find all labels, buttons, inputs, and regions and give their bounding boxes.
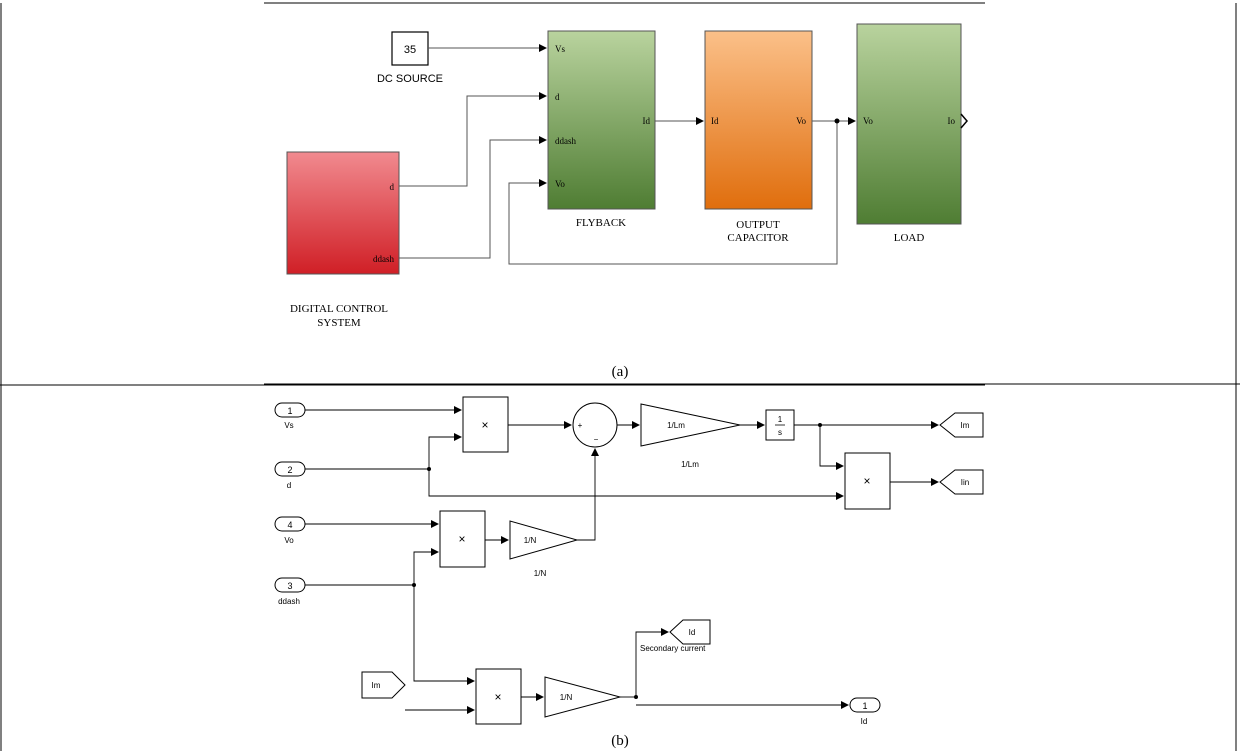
wire-d-to-flyback	[399, 92, 547, 187]
svg-text:Vs: Vs	[284, 421, 293, 430]
inport-vs: 1 Vs	[274, 402, 306, 430]
product-block-ddash-im: ×	[475, 668, 522, 725]
svg-text:Iin: Iin	[961, 478, 969, 487]
flyback-port-d: d	[555, 92, 560, 102]
caption-a: (a)	[612, 364, 629, 380]
svg-text:×: ×	[863, 474, 870, 488]
output-capacitor-block	[704, 30, 813, 210]
flyback-port-vs: Vs	[555, 44, 565, 54]
load-block	[856, 23, 962, 225]
svg-text:Im: Im	[372, 681, 381, 690]
svg-text:Id: Id	[689, 628, 696, 637]
gain-1-over-n-lower: 1/N	[544, 676, 622, 718]
capacitor-label-line1: OUTPUT	[736, 219, 780, 231]
svg-text:1/N: 1/N	[560, 693, 573, 702]
gain-1-over-n-upper: 1/N 1/N	[509, 520, 579, 578]
product-block-d-im: ×	[844, 452, 891, 510]
secondary-current-label: Secondary current	[640, 644, 706, 653]
load-port-io: Io	[948, 116, 956, 126]
dc-source-value: 35	[404, 44, 416, 56]
flyback-label: FLYBACK	[576, 217, 626, 229]
wire-vo-feedback	[508, 121, 838, 265]
capacitor-port-vo: Vo	[796, 116, 806, 126]
panel-a: 35 DC SOURCE d ddash DIGITAL CONTROL SYS…	[286, 23, 968, 380]
panel-b-branch-points	[412, 423, 822, 699]
flyback-port-ddash: ddash	[555, 136, 576, 146]
svg-text:1: 1	[778, 415, 783, 424]
capacitor-port-id: Id	[711, 116, 719, 126]
flyback-port-vo: Vo	[555, 179, 565, 189]
goto-im: Im	[939, 412, 984, 438]
svg-text:2: 2	[287, 465, 292, 475]
svg-text:×: ×	[481, 418, 488, 432]
wire-ddash-to-flyback	[399, 136, 547, 259]
svg-text:s: s	[778, 428, 782, 437]
control-label-line2: SYSTEM	[317, 317, 361, 329]
svg-text:−: −	[594, 435, 599, 444]
goto-id: Id	[669, 619, 711, 645]
svg-text:Vo: Vo	[284, 536, 294, 545]
gain-n-label: 1/N	[534, 569, 547, 578]
caption-b: (b)	[611, 733, 629, 749]
svg-text:1/N: 1/N	[524, 536, 537, 545]
control-port-ddash: ddash	[373, 254, 394, 264]
svg-text:d: d	[287, 481, 291, 490]
panel-a-signal-lines	[399, 44, 856, 265]
svg-text:1/Lm: 1/Lm	[667, 421, 685, 430]
panel-b-signal-lines	[305, 406, 939, 714]
product-block-vs-d: ×	[462, 396, 509, 453]
flyback-block	[547, 30, 656, 210]
panel-b: 1 Vs 2 d 4 Vo 3 ddash × × ×	[274, 396, 984, 749]
control-label-line1: DIGITAL CONTROL	[290, 303, 388, 315]
dc-source-label: DC SOURCE	[377, 73, 443, 85]
load-output-port-arrow	[960, 113, 968, 129]
flyback-port-id: Id	[643, 116, 651, 126]
svg-text:3: 3	[287, 581, 292, 591]
svg-text:×: ×	[494, 690, 501, 704]
load-port-vo: Vo	[863, 116, 873, 126]
svg-text:+: +	[578, 421, 583, 430]
sum-block: + −	[572, 402, 618, 448]
digital-control-block	[286, 151, 400, 275]
svg-text:1: 1	[862, 701, 867, 711]
svg-text:Im: Im	[961, 421, 970, 430]
capacitor-label-line2: CAPACITOR	[727, 232, 789, 244]
outport-id: 1 Id	[849, 697, 881, 726]
svg-text:Id: Id	[861, 717, 868, 726]
control-port-d: d	[390, 182, 395, 192]
svg-text:ddash: ddash	[278, 597, 300, 606]
gain-1-over-lm: 1/Lm 1/Lm	[640, 403, 741, 469]
integrator-block: 1 s	[765, 409, 795, 441]
svg-text:4: 4	[287, 520, 292, 530]
vo-branch-point	[834, 118, 840, 124]
inport-vo: 4 Vo	[274, 516, 306, 545]
load-label: LOAD	[894, 232, 925, 244]
from-im: Im	[361, 671, 406, 699]
product-block-vo-ddash: ×	[439, 510, 486, 568]
inport-ddash: 3 ddash	[274, 577, 306, 606]
goto-iin: Iin	[939, 469, 984, 495]
gain-lm-label: 1/Lm	[681, 460, 699, 469]
inport-d: 2 d	[274, 461, 306, 490]
svg-text:×: ×	[458, 532, 465, 546]
svg-text:1: 1	[287, 406, 292, 416]
